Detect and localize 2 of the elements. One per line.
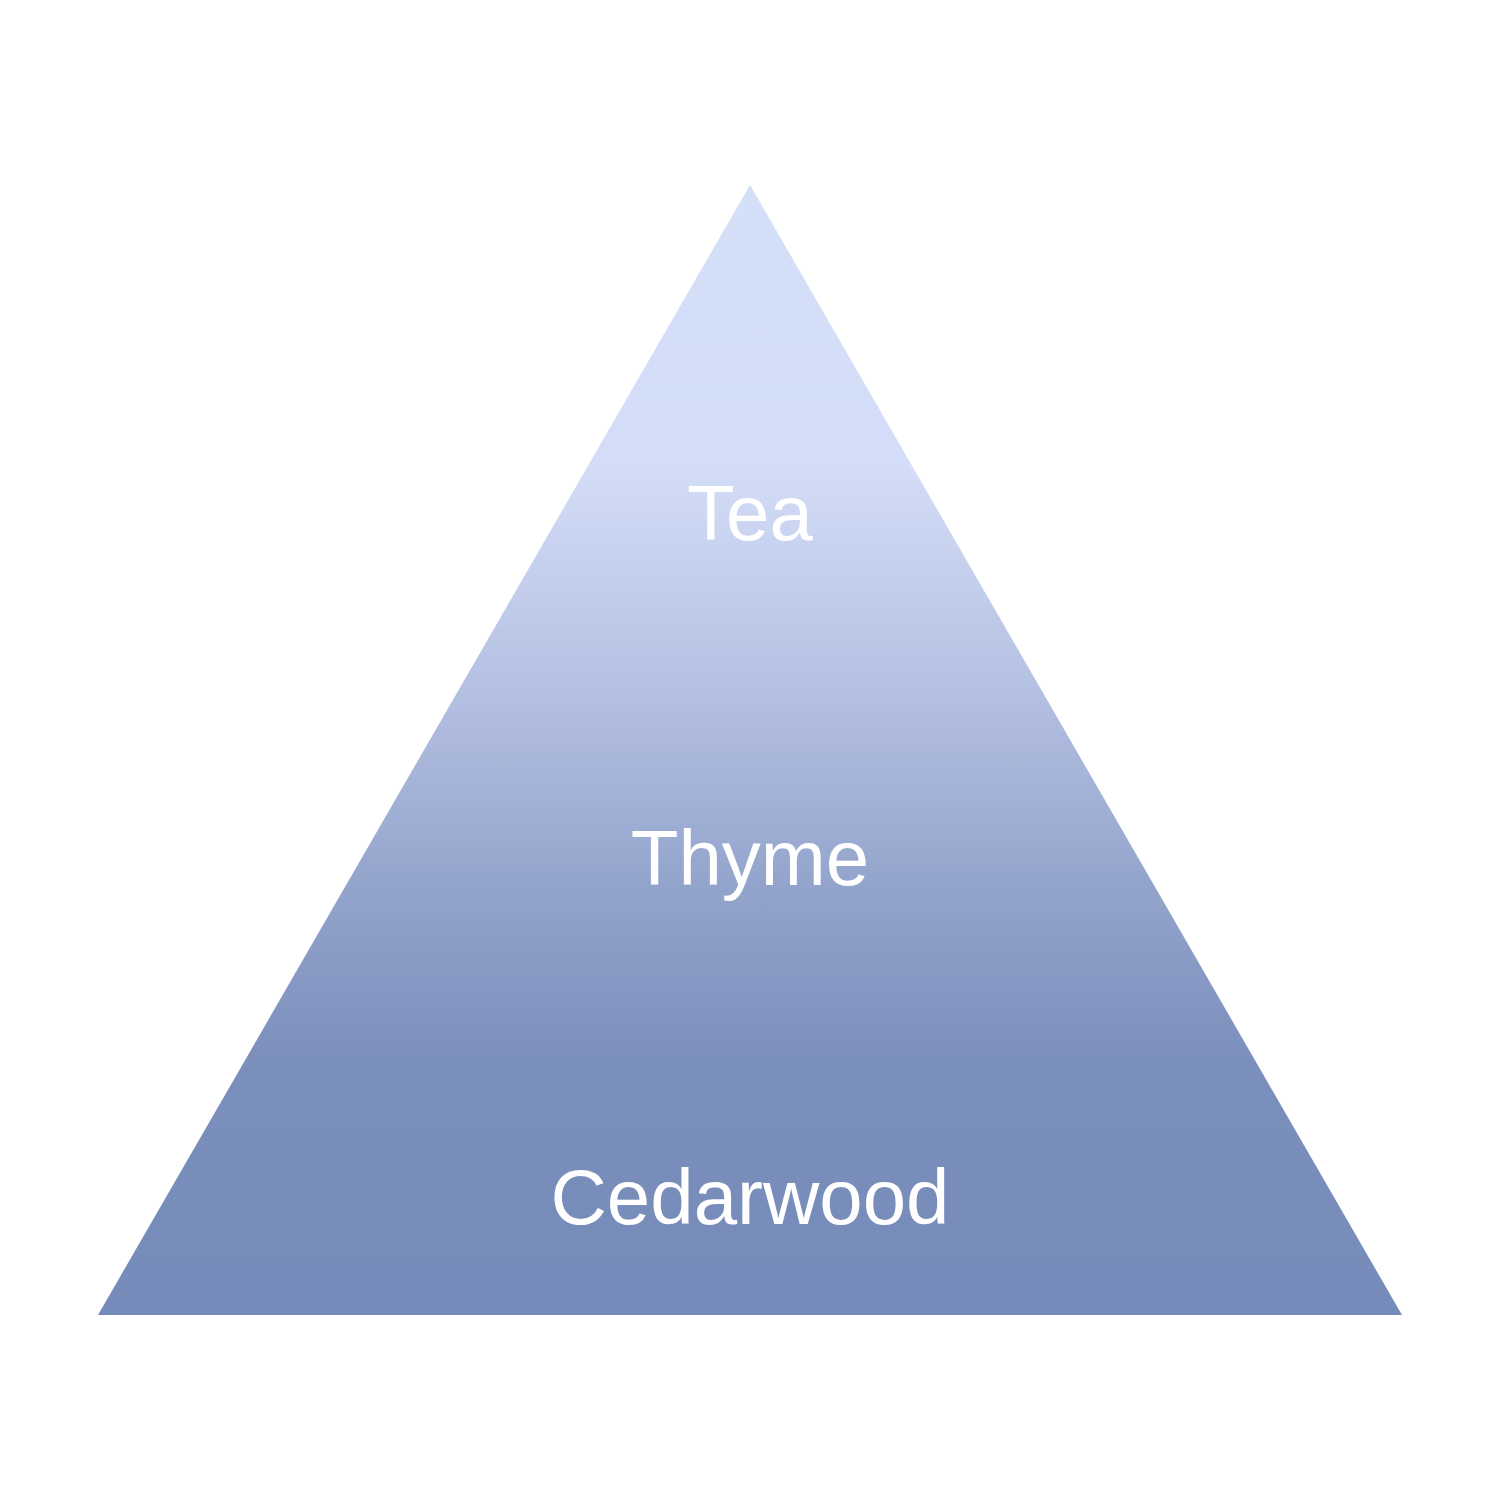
layer-label: Cedarwood [550,1158,950,1236]
pyramid-triangle [98,185,1402,1315]
